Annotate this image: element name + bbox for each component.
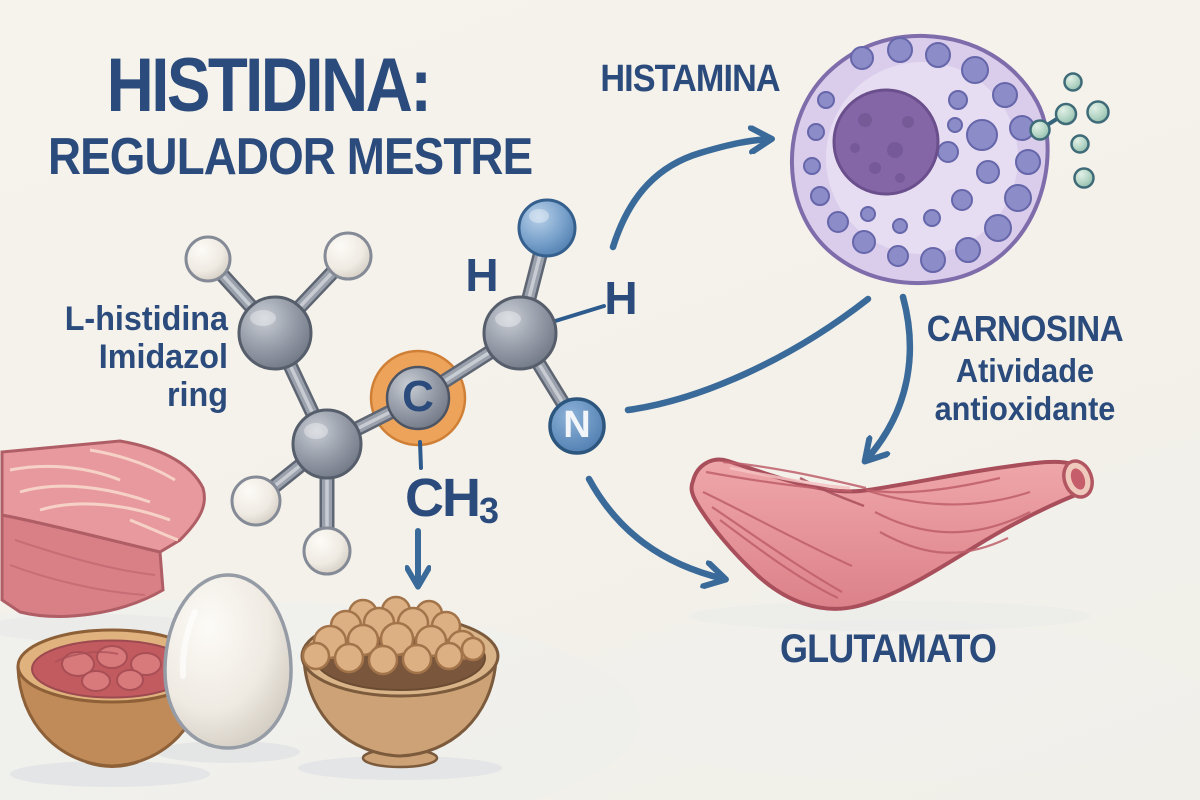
bond-to-hydrogen-label — [550, 304, 606, 324]
glutamato-label: GLUTAMATO — [780, 627, 997, 671]
meat-marbling — [9, 448, 179, 542]
carnosina-title: CARNOSINA — [926, 308, 1124, 349]
arrow-to-histamina-cell — [609, 139, 770, 251]
red-bowl-illustration — [16, 628, 208, 768]
molecule-caption: L-histidina Imidazol ring — [19, 300, 228, 414]
hydrogen-label-right: H — [604, 272, 638, 324]
cell-nucleus — [832, 88, 940, 196]
chickpeas — [301, 595, 486, 676]
hydrogen-label-left: H — [465, 249, 499, 301]
title-line-1: HISTIDINA: — [106, 43, 432, 128]
methyl-label-text: CH — [405, 468, 481, 528]
egg-shape — [163, 573, 293, 750]
carnosina-subtitle-line-2: antioxidante — [934, 390, 1116, 428]
atom-highlights — [250, 209, 549, 439]
cell-granules — [803, 37, 1041, 273]
molecule-illustration — [184, 198, 606, 576]
hydrogen-atoms — [184, 231, 373, 576]
title-line-2: REGULADOR MESTRE — [48, 127, 533, 186]
muscle-fibers — [702, 460, 1031, 599]
meat-grain — [9, 539, 156, 596]
muscle-tendon-end — [1062, 459, 1094, 499]
egg-illustration — [163, 573, 293, 750]
arrow-cell-to-muscle — [866, 293, 914, 460]
molecule-caption-line-2: Imidazol — [98, 338, 228, 377]
nitrogen-label: N — [563, 404, 591, 446]
page-title: HISTIDINA: REGULADOR MESTRE — [18, 43, 533, 186]
molecule-caption-line-3: ring — [166, 376, 228, 415]
bowl-contents — [61, 645, 162, 692]
carnosina-caption: CARNOSINA Atividade antioxidante — [880, 310, 1170, 428]
carbon-atoms — [237, 295, 558, 480]
connector-molecule-to-cell — [624, 295, 872, 414]
meat-illustration — [0, 439, 206, 618]
histamina-label: HISTAMINA — [600, 58, 780, 100]
line-to-methyl-label — [418, 440, 423, 470]
molecule-caption-line-1: L-histidina — [64, 300, 228, 338]
chickpea-bowl-illustration — [300, 595, 500, 769]
central-carbon-label: C — [402, 372, 434, 421]
methyl-label-subscript: 3 — [479, 490, 500, 531]
muscle-illustration — [689, 457, 1094, 611]
histamine-molecules — [1029, 72, 1110, 189]
arrow-molecule-to-glutamato — [585, 475, 724, 579]
mast-cell-illustration — [789, 33, 1050, 286]
amine-hydrogen-atom — [517, 198, 577, 258]
carnosina-subtitle: Atividade antioxidante — [890, 352, 1160, 429]
alpha-carbon-atom — [385, 365, 451, 431]
carnosina-subtitle-line-1: Atividade — [955, 351, 1095, 389]
nitrogen-atom — [548, 397, 606, 455]
nucleus-spots — [850, 113, 914, 183]
